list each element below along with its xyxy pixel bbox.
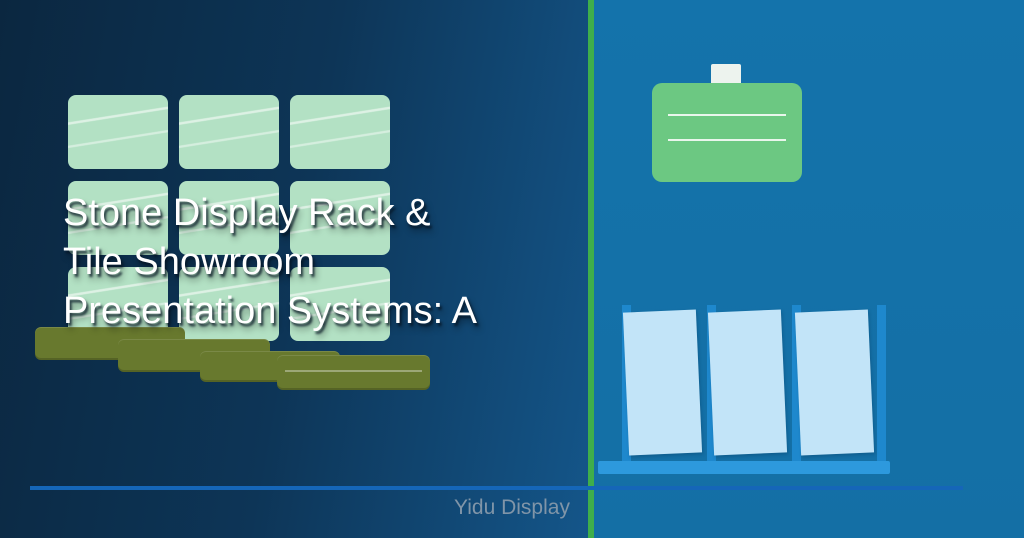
rack-tile-panel <box>622 309 703 456</box>
tile-swatch <box>290 95 390 169</box>
title-line-2: Tile Showroom <box>63 241 316 283</box>
title-line-1: Stone Display Rack & <box>63 192 431 234</box>
tile-swatch <box>68 95 168 169</box>
rack-post <box>792 305 801 462</box>
vertical-divider-line <box>588 0 594 538</box>
brand-name: Yidu Display <box>454 496 570 519</box>
title-line-3: Presentation Systems: A <box>63 290 477 332</box>
sample-board-icon <box>652 83 802 182</box>
footer-divider-line <box>30 486 963 490</box>
slide-title: Stone Display Rack & Tile Showroom Prese… <box>63 189 563 336</box>
stone-slab-bar <box>277 355 430 390</box>
tile-swatch <box>68 181 168 255</box>
rack-tile-panel <box>794 309 875 456</box>
rack-tile-panel <box>707 309 788 456</box>
tile-swatch <box>179 267 279 341</box>
tile-swatch <box>290 181 390 255</box>
right-panel-background <box>594 0 1024 538</box>
rack-base-bar <box>598 461 890 474</box>
board-text-line <box>668 114 786 116</box>
tile-swatch <box>179 95 279 169</box>
tile-grid-graphic <box>68 95 390 341</box>
board-text-line <box>668 139 786 141</box>
rack-post <box>877 305 886 462</box>
tile-swatch <box>290 267 390 341</box>
tile-swatch <box>179 181 279 255</box>
